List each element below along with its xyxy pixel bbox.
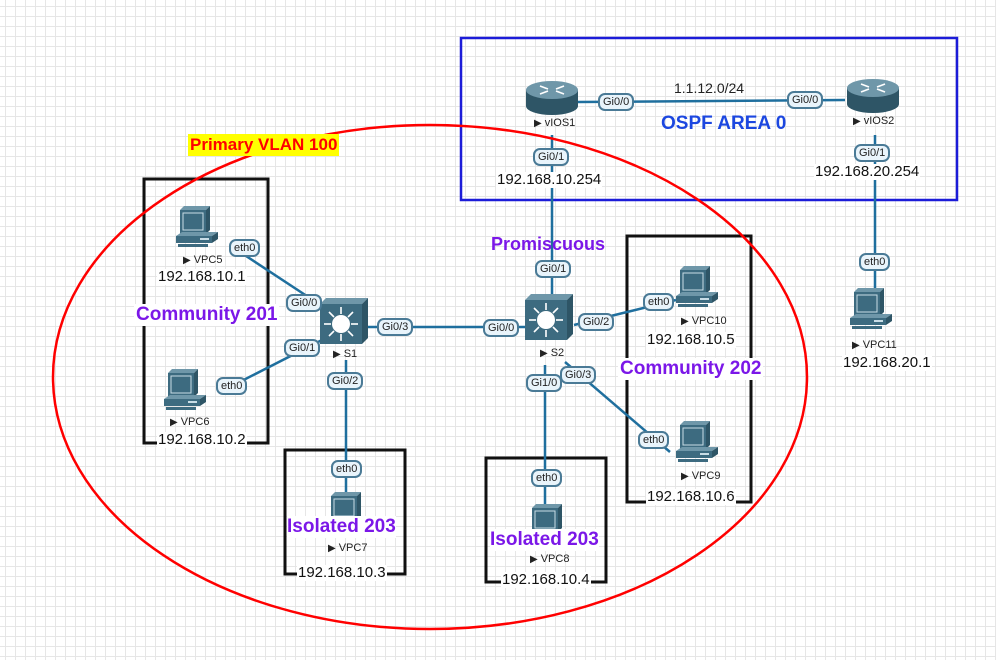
community-202-label: Community 202 [618, 358, 764, 380]
pc-icon-vpc9[interactable] [675, 420, 719, 463]
node-label-vpc9[interactable]: ▶VPC9 [681, 470, 721, 482]
port-vpc10-eth0[interactable]: eth0 [643, 293, 675, 311]
port-s2-gi02[interactable]: Gi0/2 [578, 313, 615, 331]
pc-icon-vpc6[interactable] [163, 368, 207, 411]
switch-icon-s1[interactable] [319, 297, 369, 345]
port-s2-gi10[interactable]: Gi1/0 [526, 374, 563, 392]
pc-icon-vpc11[interactable] [849, 287, 893, 330]
ip-vios1: 192.168.10.254 [496, 171, 603, 188]
play-icon: ▶ [328, 543, 336, 554]
primary-vlan-ellipse [51, 123, 809, 631]
pc-icon-vpc5[interactable] [175, 205, 219, 248]
port-vpc9-eth0[interactable]: eth0 [638, 431, 670, 449]
ip-vpc6: 192.168.10.2 [157, 431, 247, 448]
community-201-label: Community 201 [134, 304, 280, 326]
port-vios2-gi00[interactable]: Gi0/0 [787, 91, 824, 109]
node-label-vpc10[interactable]: ▶VPC10 [681, 315, 727, 327]
play-icon: ▶ [534, 118, 542, 129]
play-icon: ▶ [853, 116, 861, 127]
ip-vios2: 192.168.20.254 [814, 163, 921, 180]
play-icon: ▶ [852, 340, 860, 351]
port-s1-gi00[interactable]: Gi0/0 [286, 294, 323, 312]
node-label-vpc11[interactable]: ▶VPC11 [852, 339, 897, 351]
port-vios1-gi01[interactable]: Gi0/1 [533, 148, 570, 166]
node-label-vios2[interactable]: ▶vIOS2 [853, 115, 895, 127]
play-icon: ▶ [170, 417, 178, 428]
port-vpc11-eth0[interactable]: eth0 [859, 253, 891, 271]
subnet-label: 1.1.12.0/24 [674, 80, 745, 96]
port-s2-gi03[interactable]: Gi0/3 [560, 366, 597, 384]
primary-vlan-label: Primary VLAN 100 [188, 134, 340, 156]
node-label-s2[interactable]: ▶S2 [540, 347, 565, 359]
promiscuous-label: Promiscuous [491, 234, 606, 254]
node-label-s1[interactable]: ▶S1 [333, 348, 358, 360]
ospf-area-label: OSPF AREA 0 [661, 113, 787, 134]
switch-icon-s2[interactable] [524, 293, 574, 341]
ip-vpc10: 192.168.10.5 [646, 331, 736, 348]
play-icon: ▶ [530, 554, 538, 565]
play-icon: ▶ [333, 349, 341, 360]
router-icon-vios1[interactable] [525, 80, 579, 116]
pc-icon-vpc10[interactable] [675, 265, 719, 308]
port-s1-gi03[interactable]: Gi0/3 [377, 318, 414, 336]
port-s1-gi01[interactable]: Gi0/1 [284, 339, 321, 357]
isolated-203-label-vpc8: Isolated 203 [490, 529, 599, 551]
ip-vpc7: 192.168.10.3 [297, 564, 387, 581]
port-vios2-gi01[interactable]: Gi0/1 [854, 144, 891, 162]
node-label-vpc6[interactable]: ▶VPC6 [170, 416, 210, 428]
port-vpc7-eth0[interactable]: eth0 [331, 460, 363, 478]
port-vpc5-eth0[interactable]: eth0 [229, 239, 261, 257]
play-icon: ▶ [183, 255, 191, 266]
ip-vpc8: 192.168.10.4 [501, 571, 591, 588]
node-label-vpc8[interactable]: ▶VPC8 [530, 553, 570, 565]
port-vios1-gi00[interactable]: Gi0/0 [598, 93, 635, 111]
node-label-vpc7[interactable]: ▶VPC7 [328, 542, 368, 554]
isolated-203-label-vpc7: Isolated 203 [287, 516, 396, 538]
node-label-vios1[interactable]: ▶vIOS1 [534, 117, 576, 129]
play-icon: ▶ [681, 471, 689, 482]
play-icon: ▶ [540, 348, 548, 359]
play-icon: ▶ [681, 316, 689, 327]
ip-vpc11: 192.168.20.1 [842, 354, 932, 371]
port-vpc6-eth0[interactable]: eth0 [216, 377, 248, 395]
node-label-vpc5[interactable]: ▶VPC5 [183, 254, 223, 266]
port-s1-gi02[interactable]: Gi0/2 [327, 372, 364, 390]
port-s2-gi01[interactable]: Gi0/1 [535, 260, 572, 278]
ip-vpc9: 192.168.10.6 [646, 488, 736, 505]
port-vpc8-eth0[interactable]: eth0 [531, 469, 563, 487]
ip-vpc5: 192.168.10.1 [157, 268, 247, 285]
ospf-area-box [459, 36, 959, 202]
port-s2-gi00[interactable]: Gi0/0 [483, 319, 520, 337]
router-icon-vios2[interactable] [846, 78, 900, 114]
